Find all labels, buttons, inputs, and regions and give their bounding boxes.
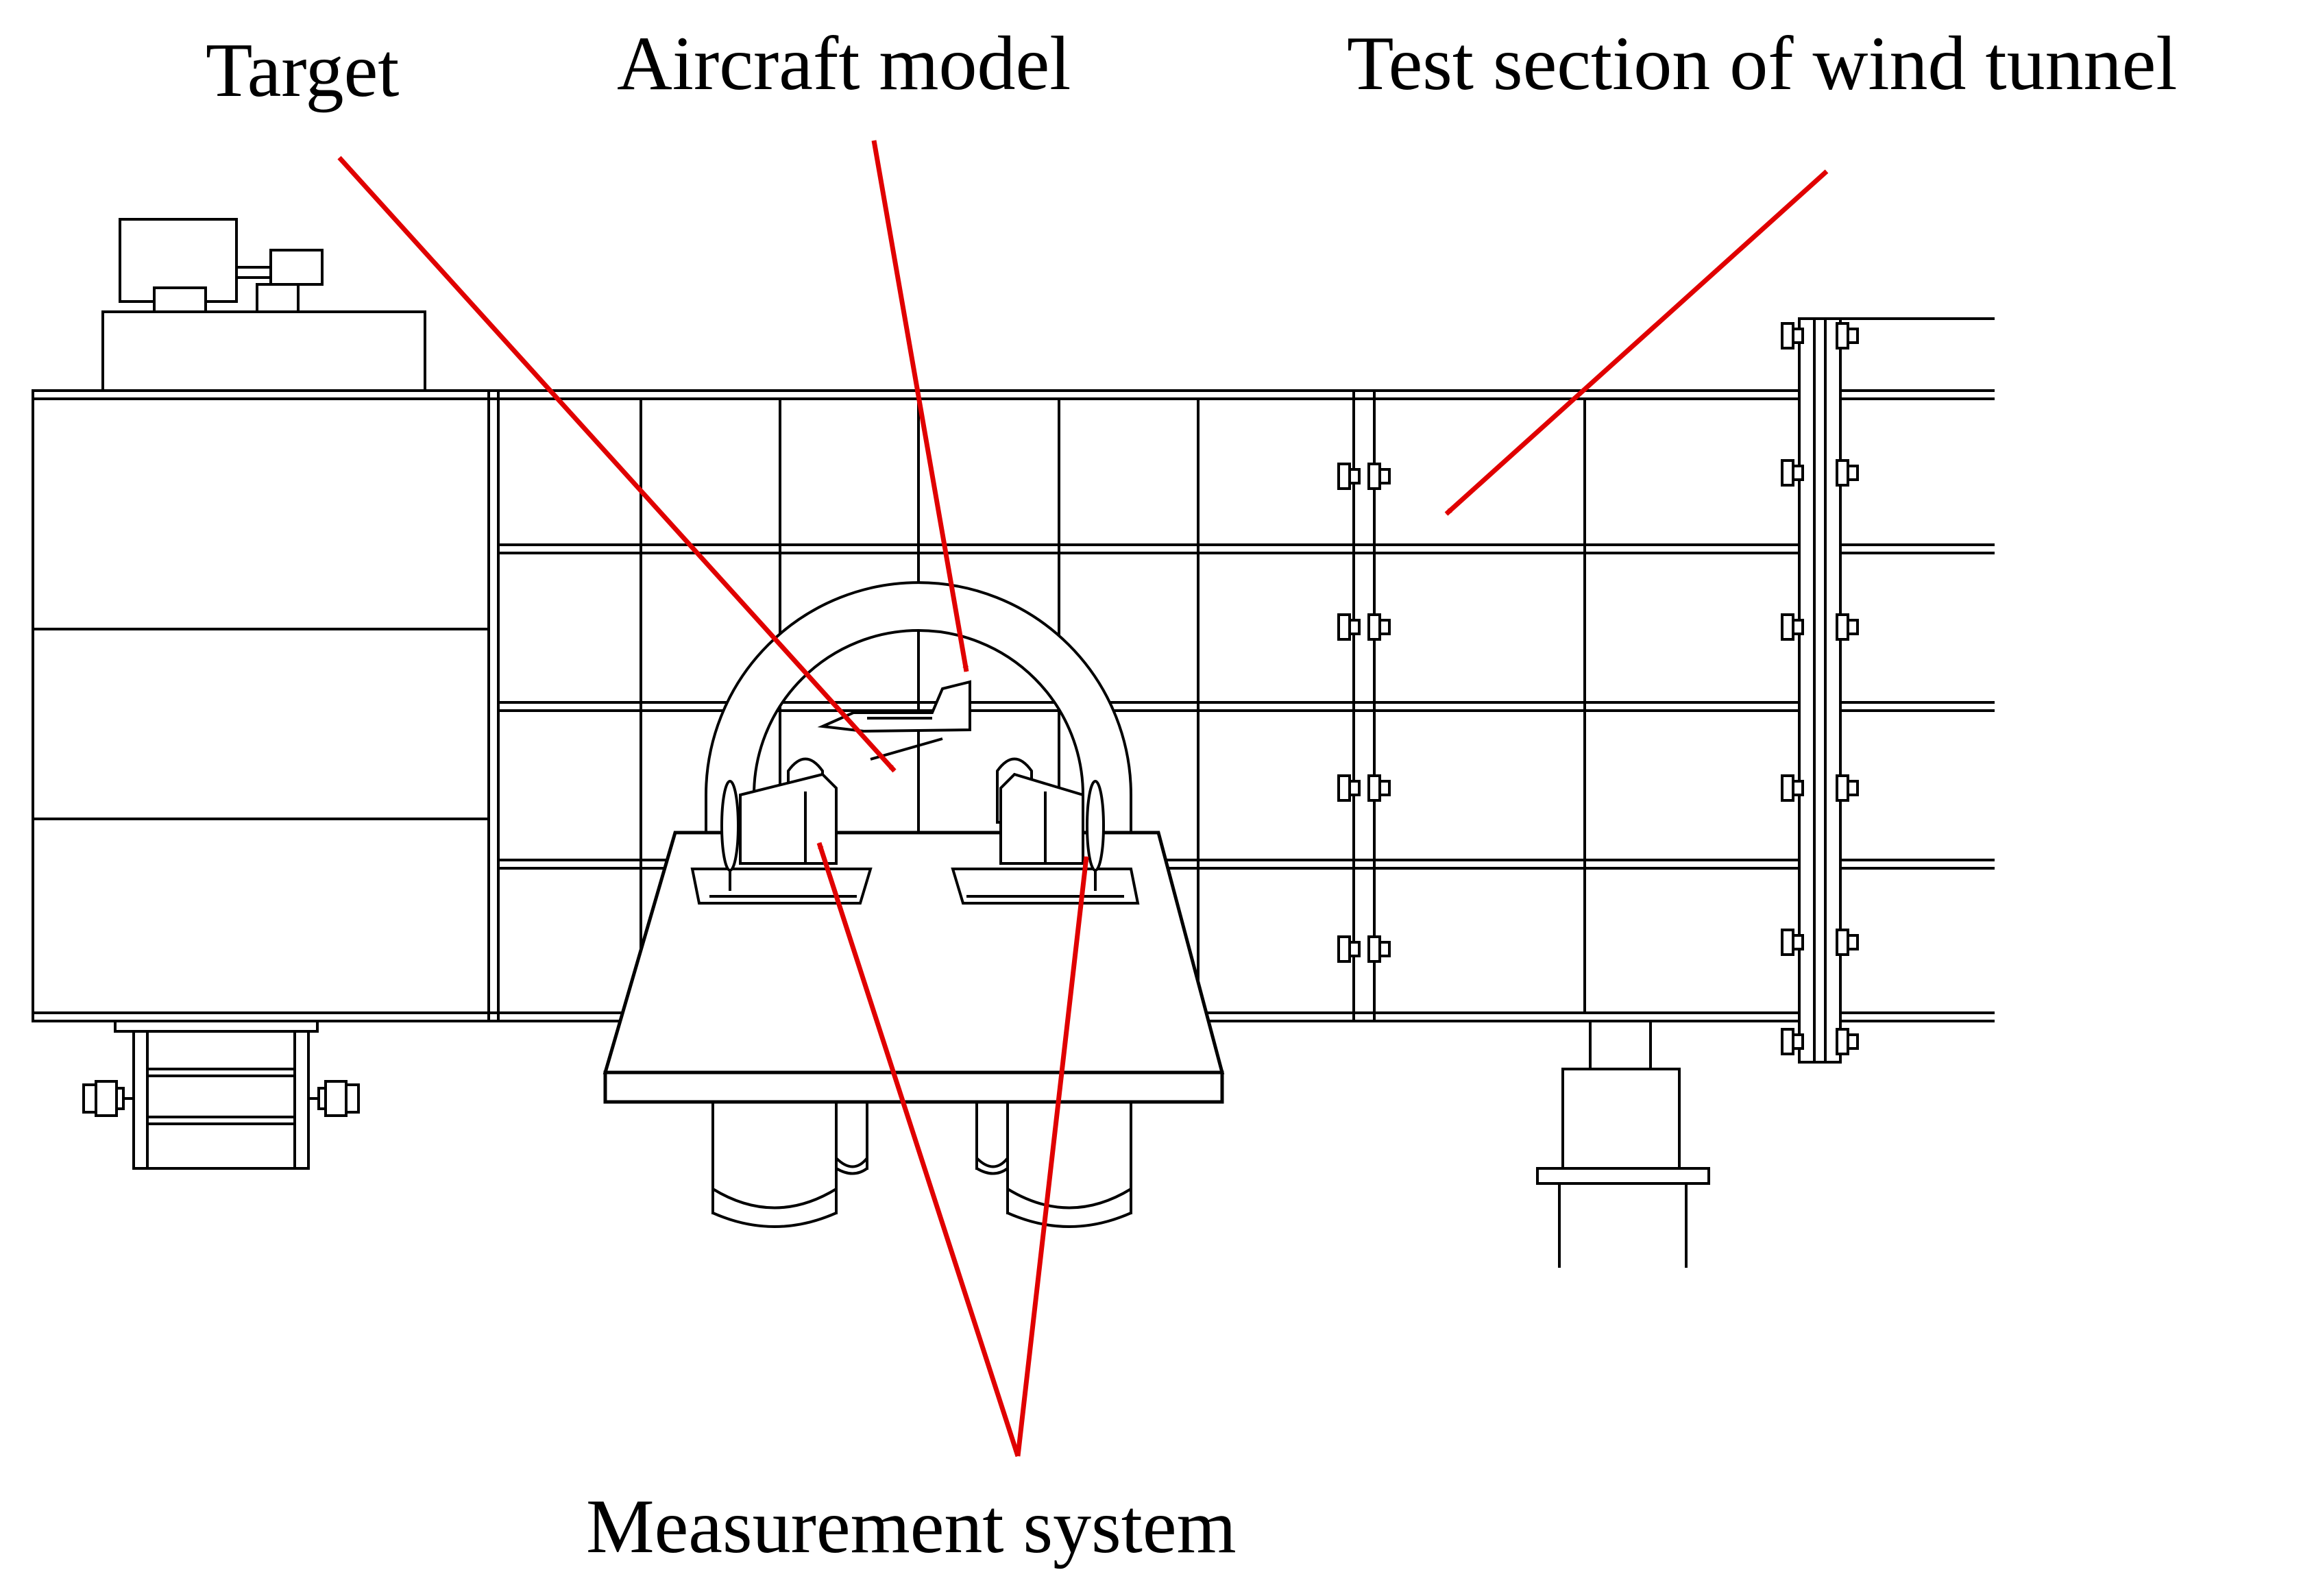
target-label: Target (206, 28, 399, 113)
measurement-right-arrow (1015, 856, 1089, 1457)
measurement-left-arrow (816, 842, 1021, 1458)
aircraft-model (817, 680, 971, 761)
flange-bolts (1337, 322, 1859, 1055)
test-section-label: Test section of wind tunnel (1347, 21, 2178, 106)
camera-right (951, 757, 1140, 905)
ring-frame (705, 581, 1132, 858)
annotation-arrows (337, 140, 1829, 1458)
measurement-system-label: Measurement system (586, 1484, 1237, 1569)
camera-left (690, 757, 873, 905)
right-support (1536, 1020, 1710, 1268)
aircraft-model-arrow (871, 140, 969, 672)
aircraft-model-label: Aircraft model (617, 21, 1071, 106)
test-section-arrow (1444, 169, 1829, 516)
target-arrow (337, 156, 897, 773)
left-chamber (32, 218, 490, 1170)
